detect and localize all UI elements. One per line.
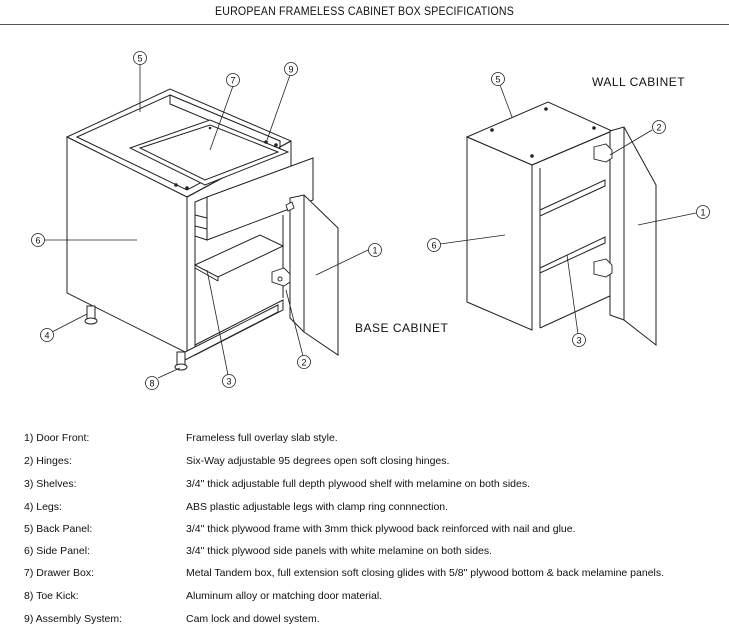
spec-desc: Cam lock and dowel system. — [186, 613, 320, 625]
spec-desc: ABS plastic adjustable legs with clamp r… — [186, 501, 449, 513]
wall-hinges — [593, 143, 613, 278]
spec-desc: Aluminum alloy or matching door material… — [186, 590, 383, 602]
wall-shelf-lower — [539, 236, 606, 274]
callout-4: 4 — [40, 328, 54, 342]
callout-1-wall-num: 1 — [700, 208, 705, 218]
spec-term: 9) Assembly System: — [24, 613, 123, 625]
callout-2-base: 2 — [297, 355, 311, 369]
spec-desc: Six-Way adjustable 95 degrees open soft … — [186, 455, 450, 467]
spec-desc: Metal Tandem box, full extension soft cl… — [186, 567, 665, 579]
callout-3-wall-num: 3 — [576, 336, 581, 346]
callout-6-base-num: 6 — [35, 236, 40, 246]
callout-1-base-num: 1 — [372, 246, 377, 256]
wall-cabinet-label: WALL CABINET — [592, 75, 685, 89]
callout-8-num: 8 — [149, 379, 154, 389]
toe-kick — [184, 304, 279, 361]
callout-4-num: 4 — [44, 331, 49, 341]
callout-2-base-num: 2 — [301, 358, 306, 368]
page-title: EUROPEAN FRAMELESS CABINET BOX SPECIFICA… — [215, 6, 514, 18]
base-cabinet-drawing — [44, 64, 369, 379]
spec-term: 1) Door Front: — [24, 432, 90, 444]
spec-term: 7) Drawer Box: — [24, 567, 95, 579]
callout-6-base: 6 — [31, 233, 45, 247]
spec-desc: 3/4" thick plywood side panels with whit… — [186, 545, 493, 557]
callout-2-wall-num: 2 — [656, 123, 661, 133]
wall-side-panel — [466, 136, 533, 331]
callout-5-wall-num: 5 — [495, 75, 500, 85]
spec-term: 5) Back Panel: — [24, 523, 93, 535]
cabinet-diagram: 5 7 9 6 1 4 2 3 8 5 2 1 6 3 BASE CABINET… — [31, 51, 710, 390]
spec-desc: Frameless full overlay slab style. — [186, 432, 338, 444]
callout-1-base: 1 — [368, 243, 382, 257]
callout-7-num: 7 — [230, 76, 235, 86]
spec-desc: 3/4" thick plywood frame with 3mm thick … — [186, 523, 576, 535]
wall-shelf-upper — [539, 179, 606, 217]
base-cabinet-label: BASE CABINET — [355, 321, 449, 335]
title-divider — [0, 24, 729, 25]
wall-leader-lines — [439, 84, 697, 335]
callout-3-wall: 3 — [572, 333, 586, 347]
base-hinges — [271, 201, 295, 287]
callout-2-wall: 2 — [652, 120, 666, 134]
callout-5-base-num: 5 — [137, 54, 142, 64]
callout-6-wall-num: 6 — [431, 241, 436, 251]
cam-lock-dots — [174, 126, 278, 190]
base-door — [289, 194, 339, 356]
callout-7: 7 — [226, 73, 240, 87]
callout-3-base-num: 3 — [226, 377, 231, 387]
callout-5-base: 5 — [133, 51, 147, 65]
callout-9: 9 — [284, 62, 298, 76]
callout-3-base: 3 — [222, 374, 236, 388]
spec-term: 3) Shelves: — [24, 478, 77, 490]
base-shelf — [193, 234, 285, 278]
callout-8: 8 — [145, 376, 159, 390]
wall-cam-lock-dots — [490, 107, 596, 158]
callout-5-wall: 5 — [491, 72, 505, 86]
callout-6-wall: 6 — [427, 238, 441, 252]
wall-cabinet-drawing — [439, 84, 697, 347]
spec-term: 4) Legs: — [24, 501, 62, 513]
spec-term: 6) Side Panel: — [24, 545, 90, 557]
callout-1-wall: 1 — [696, 205, 710, 219]
callouts: 5 7 9 6 1 4 2 3 8 5 2 1 6 3 — [31, 51, 710, 390]
spec-term: 8) Toe Kick: — [24, 590, 79, 602]
wall-door — [609, 126, 657, 347]
spec-term: 2) Hinges: — [24, 455, 72, 467]
base-leader-lines — [44, 64, 369, 379]
spec-desc: 3/4" thick adjustable full depth plywood… — [186, 478, 531, 490]
callout-9-num: 9 — [288, 65, 293, 75]
